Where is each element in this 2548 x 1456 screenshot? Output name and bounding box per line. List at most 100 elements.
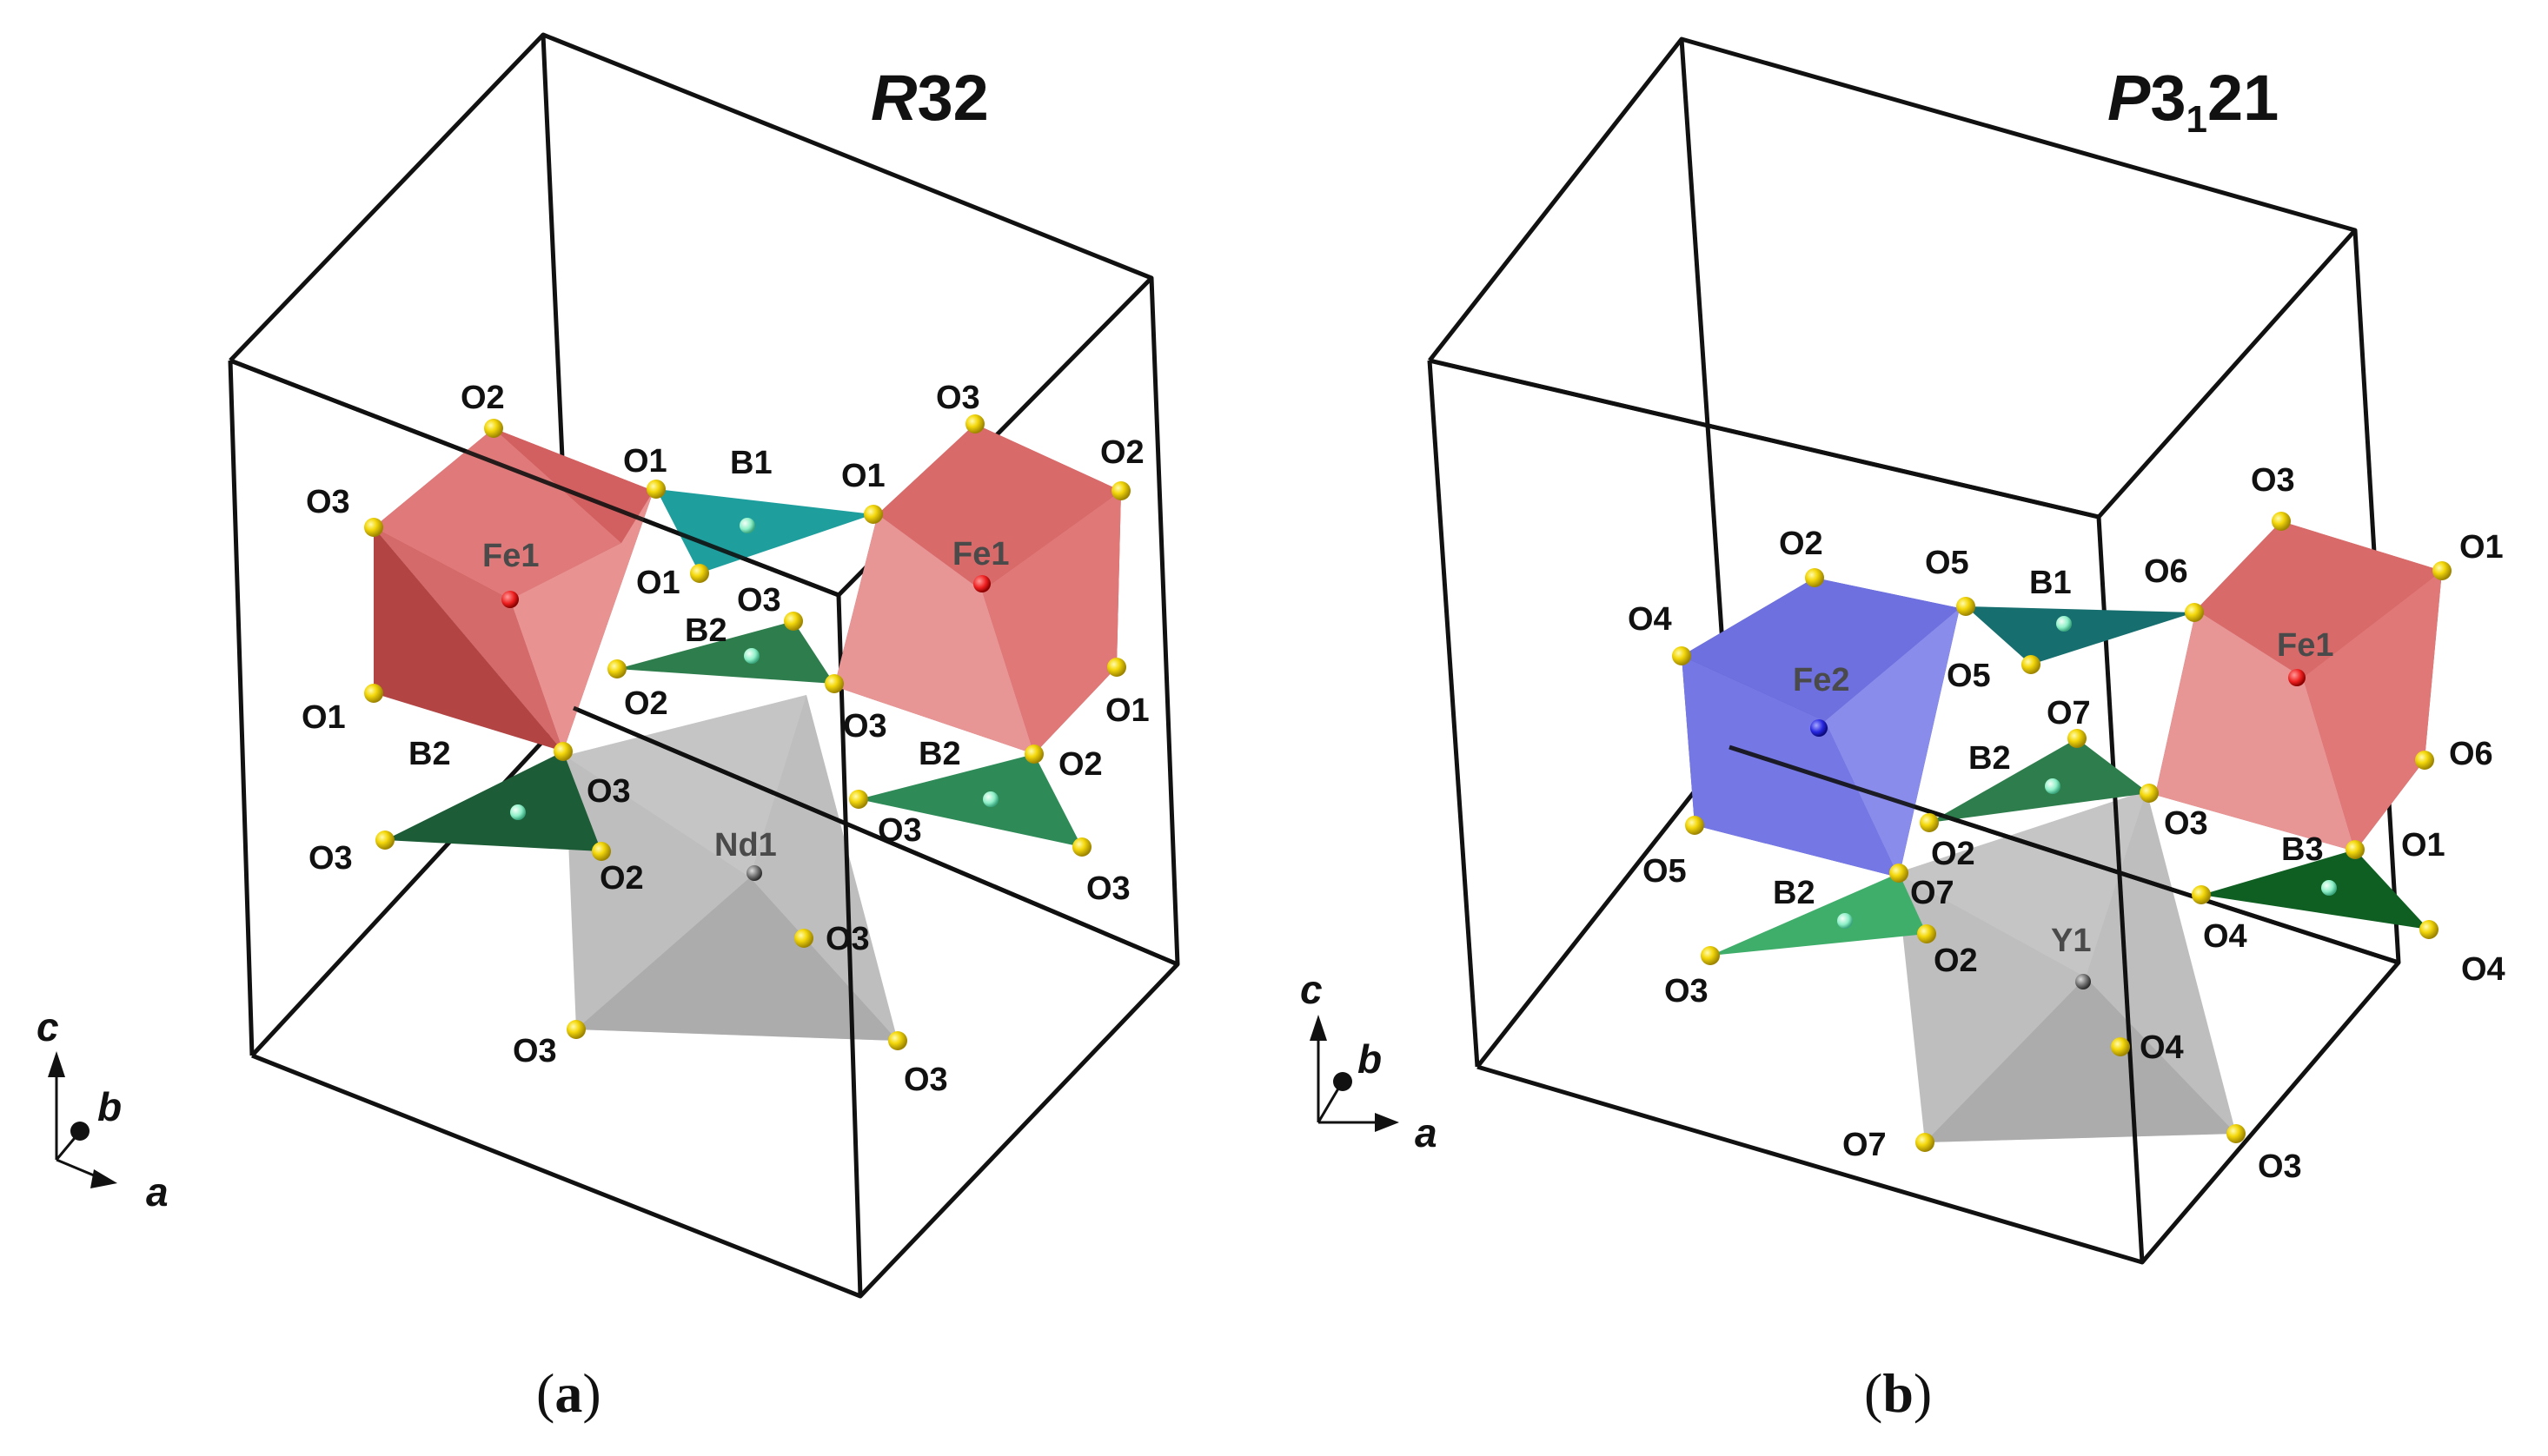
atom-label: O6 [2449, 736, 2493, 772]
caption-a: (a) [536, 1362, 601, 1424]
atom-label: O1 [623, 443, 667, 480]
boron-atom [2056, 616, 2072, 632]
atom-label: O1 [841, 458, 886, 494]
oxygen-atom [554, 742, 573, 761]
oxygen-atom [784, 612, 803, 631]
oxygen-atom [1915, 1133, 1934, 1152]
space-group-title-b: P3121 [2107, 62, 2279, 141]
atoms-b [1672, 512, 2452, 1152]
b3-triangle [2201, 850, 2429, 930]
b2-triangle-a-left [385, 751, 601, 851]
oxygen-atom [1701, 946, 1720, 965]
atom-label: O3 [513, 1033, 557, 1069]
axis-label-b: b [1357, 1036, 1382, 1082]
atom-label: O3 [737, 582, 781, 619]
atom-label: O1 [2401, 827, 2445, 864]
oxygen-atom [2419, 920, 2439, 939]
b2-triangle-b-mid [1929, 738, 2149, 823]
atom-label: O5 [1947, 658, 1991, 694]
oxygen-atom [375, 831, 395, 850]
atom-label: O2 [461, 380, 505, 416]
atom-label: O3 [936, 380, 980, 416]
boron-atom [744, 648, 760, 664]
oxygen-atom [2021, 655, 2040, 674]
atom-label: O3 [904, 1062, 948, 1098]
atom-label: O1 [2459, 529, 2504, 566]
oxygen-atom [2140, 784, 2159, 803]
axis-label-c: c [36, 1004, 59, 1049]
fe1-octahedron-b [2155, 521, 2442, 851]
oxygen-atom [1889, 864, 1908, 883]
oxygen-atom [2185, 603, 2204, 622]
atom-label: O4 [2203, 918, 2247, 955]
oxygen-atom [2415, 751, 2434, 770]
iron-atom [501, 591, 519, 608]
axis-label-a: a [146, 1169, 169, 1214]
panel-a: O2 O3 Fe1 O1 O1 B1 O1 O1 O3 B2 O2 O3 O3 … [36, 32, 1180, 1424]
boron-atom [1837, 913, 1853, 929]
atom-label: Nd1 [714, 827, 777, 864]
atom-label: O2 [1100, 434, 1145, 471]
atom-label: O3 [1664, 973, 1709, 1009]
atom-label: O1 [302, 699, 346, 736]
oxygen-atom [1956, 597, 1975, 616]
iron-atom [973, 575, 991, 592]
oxygen-atom [825, 674, 844, 693]
atom-label: B1 [730, 445, 773, 481]
atom-label: Fe1 [952, 536, 1009, 572]
oxygen-atom [2067, 729, 2087, 748]
atom-label: O5 [1642, 853, 1687, 890]
oxygen-atom [484, 419, 503, 438]
boron-atom [983, 791, 999, 807]
atom-label: O4 [2140, 1029, 2184, 1066]
oxygen-atom [888, 1031, 907, 1050]
atoms-a [364, 414, 1131, 1050]
atom-label: O2 [1058, 746, 1103, 783]
oxygen-atom [1107, 658, 1126, 677]
oxygen-atom [965, 414, 985, 433]
atom-label: O2 [624, 685, 668, 722]
atom-label: B3 [2281, 831, 2324, 868]
oxygen-atom [1672, 646, 1691, 665]
oxygen-atom [2226, 1124, 2246, 1143]
fe1-octahedron-left [374, 428, 654, 751]
oxygen-atom [2346, 840, 2365, 859]
nd1-polyhedron [565, 695, 898, 1041]
oxygen-atom [2192, 885, 2211, 904]
iron-atom [1810, 719, 1828, 737]
atom-label: B1 [2029, 565, 2072, 601]
boron-atom [510, 804, 526, 820]
neodymium-atom [746, 865, 762, 881]
oxygen-atom [1072, 837, 1092, 857]
oxygen-atom [2272, 512, 2291, 531]
oxygen-atom [592, 842, 611, 861]
atom-label: O6 [2144, 553, 2188, 590]
atom-label: O4 [2461, 951, 2505, 988]
atom-label: Y1 [2051, 923, 2091, 959]
atom-label: O2 [1934, 943, 1978, 979]
oxygen-atom [607, 659, 627, 678]
atom-label: B2 [919, 736, 961, 772]
atom-label: O3 [2164, 805, 2208, 842]
atom-label: O3 [306, 484, 350, 520]
oxygen-atom [864, 505, 883, 524]
atom-label: O2 [1779, 526, 1823, 562]
atom-label: Fe2 [1793, 662, 1849, 698]
atom-label: O3 [1086, 870, 1131, 907]
atom-label: O3 [587, 773, 631, 810]
axis-label-a: a [1415, 1110, 1437, 1155]
atom-label: O2 [600, 860, 644, 897]
oxygen-atom [1685, 816, 1704, 835]
oxygen-atom [1025, 745, 1044, 764]
b2-triangle-a-mid [617, 621, 834, 684]
boron-atom [2321, 880, 2337, 896]
atom-label: O2 [1931, 836, 1975, 872]
y1-polyhedron [1896, 791, 2236, 1142]
oxygen-atom [1917, 924, 1936, 943]
atom-label: O7 [1910, 875, 1954, 911]
atom-label: Fe1 [2277, 627, 2333, 664]
axis-label-b: b [97, 1084, 122, 1129]
atom-label: O3 [843, 708, 887, 745]
atom-label: O7 [1842, 1127, 1887, 1163]
